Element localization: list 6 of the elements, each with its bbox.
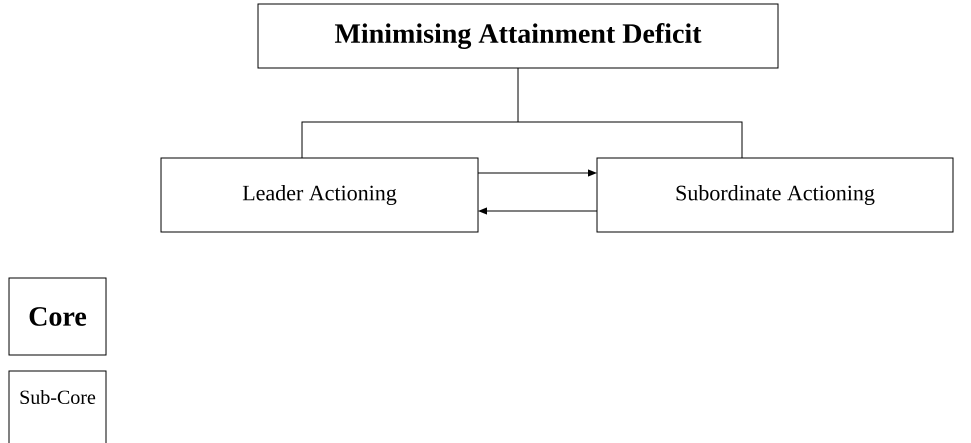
connector-line bbox=[518, 68, 742, 158]
process-box: Leader Actioning bbox=[160, 158, 478, 232]
title-box: Minimising Attainment Deficit bbox=[258, 4, 778, 68]
process-box: Subordinate Actioning bbox=[596, 158, 954, 232]
key-box: Sub-Core bbox=[8, 370, 106, 443]
key-box: Core bbox=[8, 278, 106, 356]
